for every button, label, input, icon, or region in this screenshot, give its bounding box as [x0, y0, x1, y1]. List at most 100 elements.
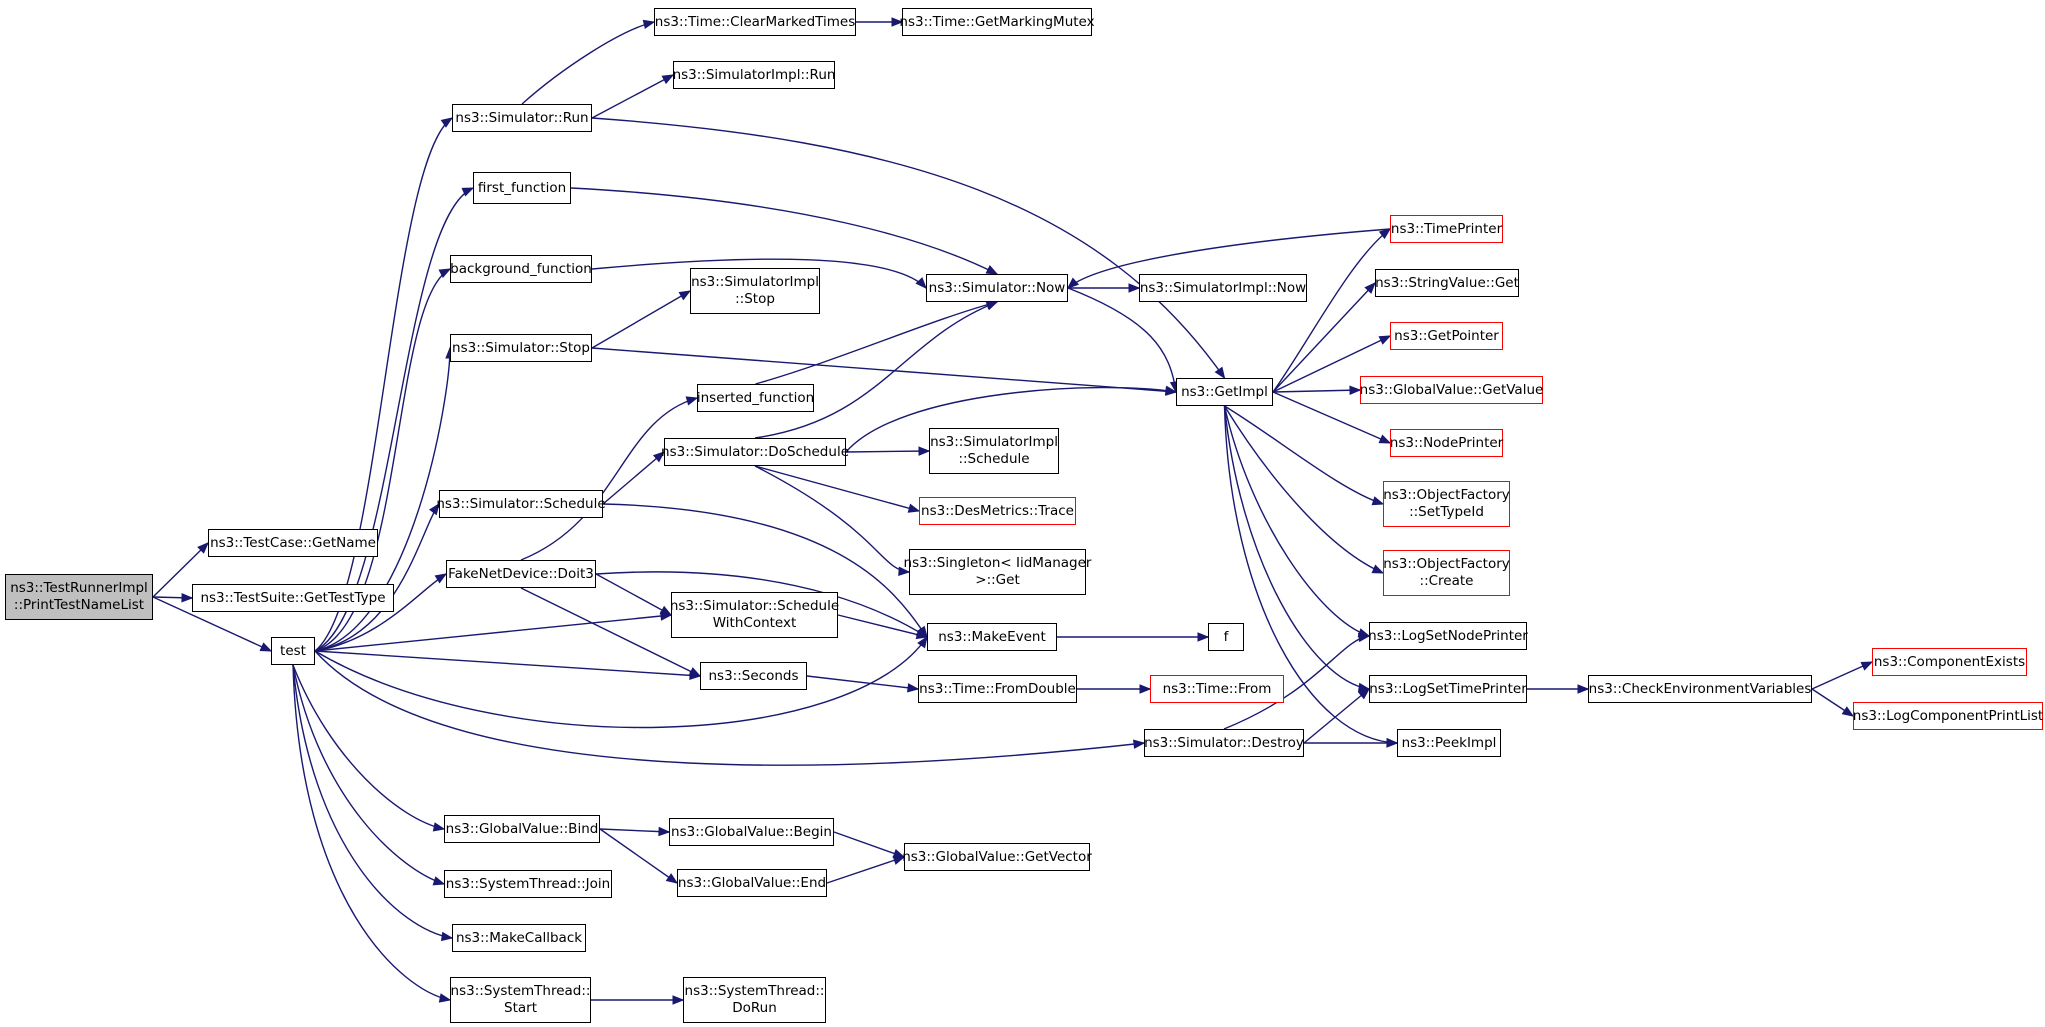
call-edge [314, 573, 447, 652]
graph-node-doschedule[interactable]: ns3::Simulator::DoSchedule [661, 438, 849, 466]
graph-node-getpointer[interactable]: ns3::GetPointer [1390, 322, 1503, 350]
edge-arrowhead [438, 993, 452, 1003]
call-edge [292, 664, 445, 830]
graph-node-threadstart[interactable]: ns3::SystemThread:: Start [450, 977, 591, 1023]
graph-node-makeevent[interactable]: ns3::MakeEvent [927, 623, 1057, 651]
graph-node-test[interactable]: test [271, 637, 315, 665]
graph-node-schedwithctx[interactable]: ns3::Simulator::Schedule WithContext [670, 592, 839, 638]
call-edge [1223, 405, 1398, 744]
call-edge [591, 347, 1177, 393]
edge-arrowhead [432, 822, 446, 832]
edge-arrowhead [892, 855, 906, 865]
call-edge [845, 450, 930, 453]
call-edge [1067, 287, 1177, 393]
call-edge [292, 664, 445, 885]
graph-node-ofcreate[interactable]: ns3::ObjectFactory ::Create [1383, 550, 1510, 596]
edge-arrowhead [461, 187, 475, 197]
graph-node-threadjoin[interactable]: ns3::SystemThread::Join [444, 870, 612, 898]
graph-node-threaddorun[interactable]: ns3::SystemThread:: DoRun [683, 977, 826, 1023]
call-edge [1223, 405, 1370, 637]
call-edge [314, 268, 451, 652]
graph-node-logtimeprinter[interactable]: ns3::LogSetTimePrinter [1369, 675, 1527, 703]
edge-arrowhead [1378, 335, 1392, 345]
edge-arrowhead [440, 931, 454, 942]
graph-node-gvbegin[interactable]: ns3::GlobalValue::Begin [669, 818, 834, 846]
graph-node-compexists[interactable]: ns3::ComponentExists [1872, 648, 2027, 676]
graph-node-clearmarked[interactable]: ns3::Time::ClearMarkedTimes [654, 8, 856, 36]
call-edge [599, 828, 678, 884]
call-edge [755, 301, 998, 385]
graph-node-background[interactable]: background_function [450, 255, 592, 283]
graph-node-gvgetvector[interactable]: ns3::GlobalValue::GetVector [902, 843, 1092, 871]
edge-arrowhead [181, 592, 194, 603]
graph-node-first[interactable]: first_function [473, 172, 571, 204]
graph-node-logcomplist[interactable]: ns3::LogComponentPrintList [1853, 702, 2043, 730]
graph-node-simstop[interactable]: ns3::Simulator::Stop [450, 334, 592, 362]
edge-arrowhead [432, 876, 446, 886]
graph-node-timefrom[interactable]: ns3::Time::From [1150, 675, 1284, 703]
graph-node-f[interactable]: f [1208, 623, 1244, 651]
call-edge [314, 503, 440, 652]
graph-node-trace[interactable]: ns3::DesMetrics::Trace [919, 497, 1076, 525]
graph-node-gvend[interactable]: ns3::GlobalValue::End [677, 869, 827, 897]
graph-node-peekimpl[interactable]: ns3::PeekImpl [1397, 729, 1501, 757]
graph-node-root[interactable]: ns3::TestRunnerImpl ::PrintTestNameList [5, 574, 153, 620]
graph-node-implstop[interactable]: ns3::SimulatorImpl ::Stop [690, 268, 820, 314]
graph-node-lognodeprinter[interactable]: ns3::LogSetNodePrinter [1368, 622, 1528, 650]
edge-arrowhead [1378, 434, 1392, 444]
graph-node-makecallback[interactable]: ns3::MakeCallback [452, 924, 586, 952]
edge-arrowhead [1371, 496, 1385, 506]
call-edge [152, 542, 209, 598]
edge-arrowhead [659, 605, 673, 616]
graph-node-implschedule[interactable]: ns3::SimulatorImpl ::Schedule [929, 428, 1059, 474]
graph-node-implnow[interactable]: ns3::SimulatorImpl::Now [1139, 274, 1307, 302]
call-edge [314, 187, 474, 652]
edge-arrowhead [1139, 684, 1152, 694]
edge-arrowhead [197, 542, 209, 554]
edge-arrowhead [1357, 632, 1371, 643]
call-edge [1272, 228, 1391, 393]
graph-node-getimpl[interactable]: ns3::GetImpl [1176, 378, 1273, 406]
edge-arrowhead [1364, 282, 1376, 294]
call-edge [595, 573, 672, 616]
graph-node-timeprinter[interactable]: ns3::TimePrinter [1390, 215, 1503, 243]
call-edge [833, 831, 905, 858]
call-edge [314, 650, 701, 677]
graph-node-stringget[interactable]: ns3::StringValue::Get [1375, 269, 1519, 297]
graph-node-gvbind[interactable]: ns3::GlobalValue::Bind [444, 815, 600, 843]
graph-node-nodeprinter[interactable]: ns3::NodePrinter [1390, 429, 1503, 457]
graph-node-fromdouble[interactable]: ns3::Time::FromDouble [918, 675, 1077, 703]
graph-node-singleton[interactable]: ns3::Singleton< IidManager >::Get [904, 549, 1091, 595]
edge-arrowhead [1214, 366, 1226, 380]
call-edge [1223, 405, 1370, 690]
graph-node-settypeid[interactable]: ns3::ObjectFactory ::SetTypeId [1383, 481, 1510, 527]
edge-arrowhead [665, 873, 679, 884]
graph-node-destroy[interactable]: ns3::Simulator::Destroy [1144, 729, 1304, 757]
edge-arrowhead [1378, 228, 1392, 240]
edge-arrowhead [898, 566, 911, 577]
edge-arrowhead [652, 451, 666, 463]
graph-node-seconds[interactable]: ns3::Seconds [700, 662, 807, 690]
edge-arrowhead [918, 446, 931, 456]
graph-node-doit3[interactable]: FakeNetDevice::Doit3 [446, 560, 596, 588]
graph-node-simrun[interactable]: ns3::Simulator::Run [452, 104, 592, 132]
graph-node-implrun[interactable]: ns3::SimulatorImpl::Run [673, 61, 835, 89]
call-edge [602, 451, 665, 505]
graph-node-markingmutex[interactable]: ns3::Time::GetMarkingMutex [899, 8, 1095, 36]
graph-node-checkenv[interactable]: ns3::CheckEnvironmentVariables [1588, 675, 1812, 703]
call-edge [1067, 228, 1391, 289]
edge-arrowhead [1128, 283, 1141, 293]
graph-node-simschedule[interactable]: ns3::Simulator::Schedule [436, 490, 606, 518]
call-edge [570, 187, 998, 275]
graph-node-getname[interactable]: ns3::TestCase::GetName [208, 529, 378, 557]
edge-arrowhead [440, 117, 454, 128]
edge-arrowhead [985, 265, 999, 275]
call-edge [826, 856, 905, 884]
call-edge [754, 465, 910, 573]
graph-node-simnow[interactable]: ns3::Simulator::Now [926, 274, 1068, 302]
edge-arrowhead [891, 17, 904, 27]
graph-node-gettesttype[interactable]: ns3::TestSuite::GetTestType [192, 584, 394, 612]
graph-node-gvgetvalue[interactable]: ns3::GlobalValue::GetValue [1360, 376, 1543, 404]
graph-node-inserted[interactable]: inserted_function [697, 384, 814, 412]
